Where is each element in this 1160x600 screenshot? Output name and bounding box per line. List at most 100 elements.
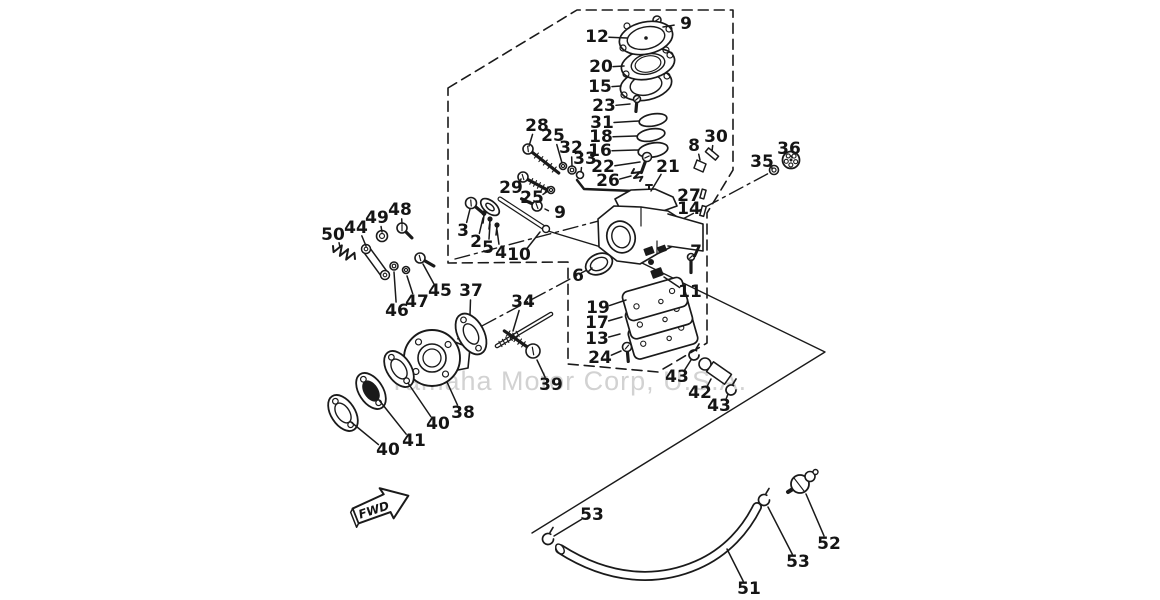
callout-8: 8 bbox=[688, 136, 701, 161]
clip-8 bbox=[693, 159, 707, 173]
svg-text:50: 50 bbox=[321, 225, 345, 245]
callout-21: 21 bbox=[650, 157, 680, 192]
svg-text:29: 29 bbox=[499, 178, 523, 198]
bolt-39 bbox=[502, 329, 541, 359]
carb-block bbox=[667, 213, 704, 252]
svg-text:6: 6 bbox=[572, 266, 584, 286]
fuel-hose-51 bbox=[555, 502, 762, 581]
svg-text:34: 34 bbox=[511, 292, 535, 312]
callout-53: 53 bbox=[553, 505, 604, 537]
callout-33: 33 bbox=[573, 149, 597, 173]
spring-50 bbox=[332, 244, 356, 261]
callout-3: 3 bbox=[457, 208, 471, 241]
svg-text:45: 45 bbox=[428, 281, 452, 301]
callout-40: 40 bbox=[407, 382, 450, 434]
gasket-40-front bbox=[327, 394, 359, 432]
gasket-19 bbox=[621, 276, 689, 322]
rod-10 bbox=[497, 196, 551, 234]
callout-49: 49 bbox=[365, 208, 389, 233]
fwd-direction-arrow: FWD bbox=[349, 487, 410, 529]
svg-text:25: 25 bbox=[541, 126, 565, 146]
screw-23 bbox=[632, 94, 642, 114]
svg-text:46: 46 bbox=[385, 301, 409, 321]
callout-42: 42 bbox=[688, 378, 712, 403]
callout-10: 10 bbox=[507, 231, 541, 265]
svg-text:32: 32 bbox=[559, 138, 583, 158]
callout-9: 9 bbox=[544, 203, 566, 223]
svg-text:47: 47 bbox=[405, 292, 429, 312]
fuel-filter-52 bbox=[786, 468, 819, 494]
screw-24 bbox=[621, 341, 633, 364]
callout-20: 20 bbox=[589, 57, 625, 77]
svg-text:40: 40 bbox=[426, 414, 450, 434]
callout-11: 11 bbox=[663, 276, 702, 302]
callout-51: 51 bbox=[726, 548, 761, 599]
carb-venturi bbox=[605, 220, 637, 254]
screw-7 bbox=[686, 252, 696, 275]
svg-text:30: 30 bbox=[704, 127, 728, 147]
carb-bit-a bbox=[643, 246, 655, 256]
svg-text:11: 11 bbox=[678, 282, 702, 302]
clip-43-a bbox=[688, 343, 700, 361]
callout-27: 27 bbox=[677, 186, 702, 206]
callout-5: 5 bbox=[482, 223, 494, 258]
svg-text:53: 53 bbox=[580, 505, 604, 525]
callout-7: 7 bbox=[689, 242, 702, 262]
svg-text:53: 53 bbox=[786, 552, 810, 572]
gasket-37 bbox=[454, 312, 488, 356]
adapter-38 bbox=[403, 329, 471, 387]
svg-text:9: 9 bbox=[554, 203, 566, 223]
callout-25: 25 bbox=[541, 126, 565, 164]
callout-2: 2 bbox=[470, 217, 484, 252]
svg-text:13: 13 bbox=[585, 329, 609, 349]
callout-14: 14 bbox=[677, 199, 702, 219]
callout-34: 34 bbox=[511, 292, 535, 332]
svg-text:15: 15 bbox=[588, 77, 612, 97]
svg-text:7: 7 bbox=[690, 242, 702, 262]
svg-text:27: 27 bbox=[677, 186, 701, 206]
callout-46: 46 bbox=[385, 271, 409, 321]
callout-35: 35 bbox=[750, 152, 774, 172]
callout-38: 38 bbox=[446, 381, 475, 423]
svg-text:9: 9 bbox=[680, 14, 692, 34]
pin-30 bbox=[704, 147, 720, 161]
callout-4: 4 bbox=[495, 229, 507, 263]
svg-text:48: 48 bbox=[388, 200, 412, 220]
svg-text:18: 18 bbox=[589, 127, 613, 147]
jet-11 bbox=[650, 267, 664, 279]
svg-text:42: 42 bbox=[688, 383, 712, 403]
svg-text:38: 38 bbox=[451, 403, 475, 423]
callout-43: 43 bbox=[665, 359, 692, 387]
svg-text:19: 19 bbox=[586, 298, 610, 318]
callout-41: 41 bbox=[378, 399, 426, 451]
callout-13: 13 bbox=[585, 329, 621, 349]
callout-53: 53 bbox=[767, 506, 810, 572]
svg-text:2: 2 bbox=[470, 232, 482, 252]
callout-16: 16 bbox=[588, 141, 639, 161]
svg-text:31: 31 bbox=[590, 113, 614, 133]
svg-text:21: 21 bbox=[656, 157, 680, 177]
svg-text:33: 33 bbox=[573, 149, 597, 169]
float-6 bbox=[584, 252, 614, 276]
svg-text:37: 37 bbox=[459, 281, 483, 301]
svg-text:20: 20 bbox=[589, 57, 613, 77]
svg-text:51: 51 bbox=[737, 579, 761, 599]
callout-40: 40 bbox=[350, 421, 400, 460]
ring-33 bbox=[575, 170, 585, 180]
clip-53-a bbox=[541, 526, 555, 546]
svg-text:4: 4 bbox=[495, 243, 507, 263]
svg-text:40: 40 bbox=[376, 440, 400, 460]
callout-19: 19 bbox=[586, 298, 627, 318]
callout-45: 45 bbox=[422, 263, 452, 301]
construction-lines bbox=[432, 9, 826, 534]
callout-44: 44 bbox=[344, 218, 368, 247]
callout-50: 50 bbox=[321, 225, 345, 248]
screw-9-mid bbox=[519, 197, 543, 212]
callout-52: 52 bbox=[805, 493, 841, 554]
callout-39: 39 bbox=[536, 359, 563, 395]
arm-31 bbox=[638, 112, 668, 128]
svg-text:41: 41 bbox=[402, 431, 426, 451]
